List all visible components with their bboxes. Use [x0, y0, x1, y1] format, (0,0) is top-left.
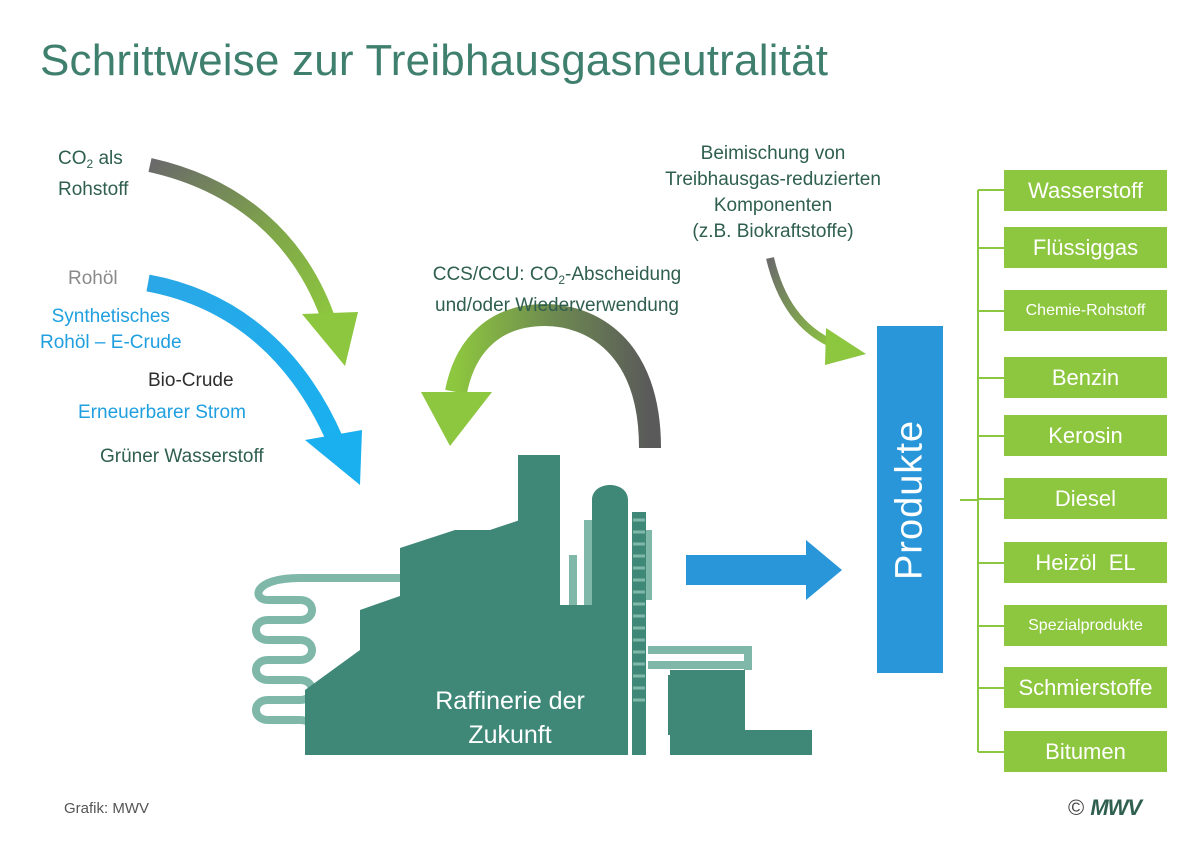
product-heizoel: Heizöl EL	[1004, 542, 1167, 583]
co2-main: CO	[58, 148, 87, 169]
product-spezialprodukte: Spezialprodukte	[1004, 605, 1167, 646]
crude-oil-label: Rohöl	[68, 268, 118, 289]
product-benzin: Benzin	[1004, 357, 1167, 398]
ccs-label: CCS/CCU: CO2-Abscheidung und/oder Wieder…	[392, 262, 722, 319]
product-schmierstoffe: Schmierstoffe	[1004, 667, 1167, 708]
ccs-cycle-arrow	[421, 303, 661, 449]
co2-rest: als	[93, 148, 123, 169]
product-wasserstoff: Wasserstoff	[1004, 170, 1167, 211]
bio-crude-label: Bio-Crude	[148, 370, 234, 391]
mwv-logo-text: MWV	[1090, 795, 1142, 820]
refinery-line2: Zukunft	[468, 721, 552, 749]
beim-line1: Beimischung von	[700, 143, 846, 164]
synth-line1: Synthetisches	[51, 306, 170, 327]
co2-input-arrow	[148, 158, 358, 366]
product-kerosin: Kerosin	[1004, 415, 1167, 456]
page-title: Schrittweise zur Treibhausgasneutralität	[40, 36, 829, 85]
co2-line2: Rohstoff	[58, 179, 129, 200]
beim-line2: Treibhausgas-reduzierten	[665, 169, 881, 190]
refinery-factory	[252, 455, 812, 755]
synthetic-crude-label: Synthetisches Rohöl – E-Crude	[40, 304, 182, 356]
product-bracket	[960, 189, 1004, 753]
co2-sub: 2	[86, 157, 94, 171]
output-arrow	[686, 540, 842, 600]
beim-line4: (z.B. Biokraftstoffe)	[692, 221, 854, 242]
co2-raw-material-label: CO2 als Rohstoff	[58, 146, 128, 203]
product-bitumen: Bitumen	[1004, 731, 1167, 772]
ccs-line1a: CCS/CCU: CO	[432, 264, 559, 285]
refinery-label: Raffinerie der Zukunft	[410, 684, 610, 752]
blending-arrow	[766, 257, 866, 365]
ccs-line1-sub: 2	[558, 273, 566, 287]
refinery-line1: Raffinerie der	[435, 687, 585, 715]
source-credit: Grafik: MWV	[64, 800, 149, 817]
copyright-logo: © MWV	[1068, 795, 1142, 821]
product-chemie-rohstoff: Chemie-Rohstoff	[1004, 290, 1167, 331]
products-box-label: Produkte	[888, 419, 931, 580]
feedstock-input-arrow	[146, 274, 362, 485]
ccs-line1b: -Abscheidung	[565, 264, 682, 285]
beim-line3: Komponenten	[713, 195, 833, 216]
renewable-power-label: Erneuerbarer Strom	[78, 402, 246, 423]
product-diesel: Diesel	[1004, 478, 1167, 519]
synth-line2: Rohöl – E-Crude	[40, 332, 182, 353]
green-hydrogen-label: Grüner Wasserstoff	[100, 446, 264, 467]
ccs-line2: und/oder Wiederverwendung	[435, 295, 679, 316]
blending-label: Beimischung von Treibhausgas-reduzierten…	[628, 141, 918, 245]
products-box: Produkte	[877, 326, 943, 673]
copyright-symbol: ©	[1068, 795, 1085, 820]
product-fluessiggas: Flüssiggas	[1004, 227, 1167, 268]
